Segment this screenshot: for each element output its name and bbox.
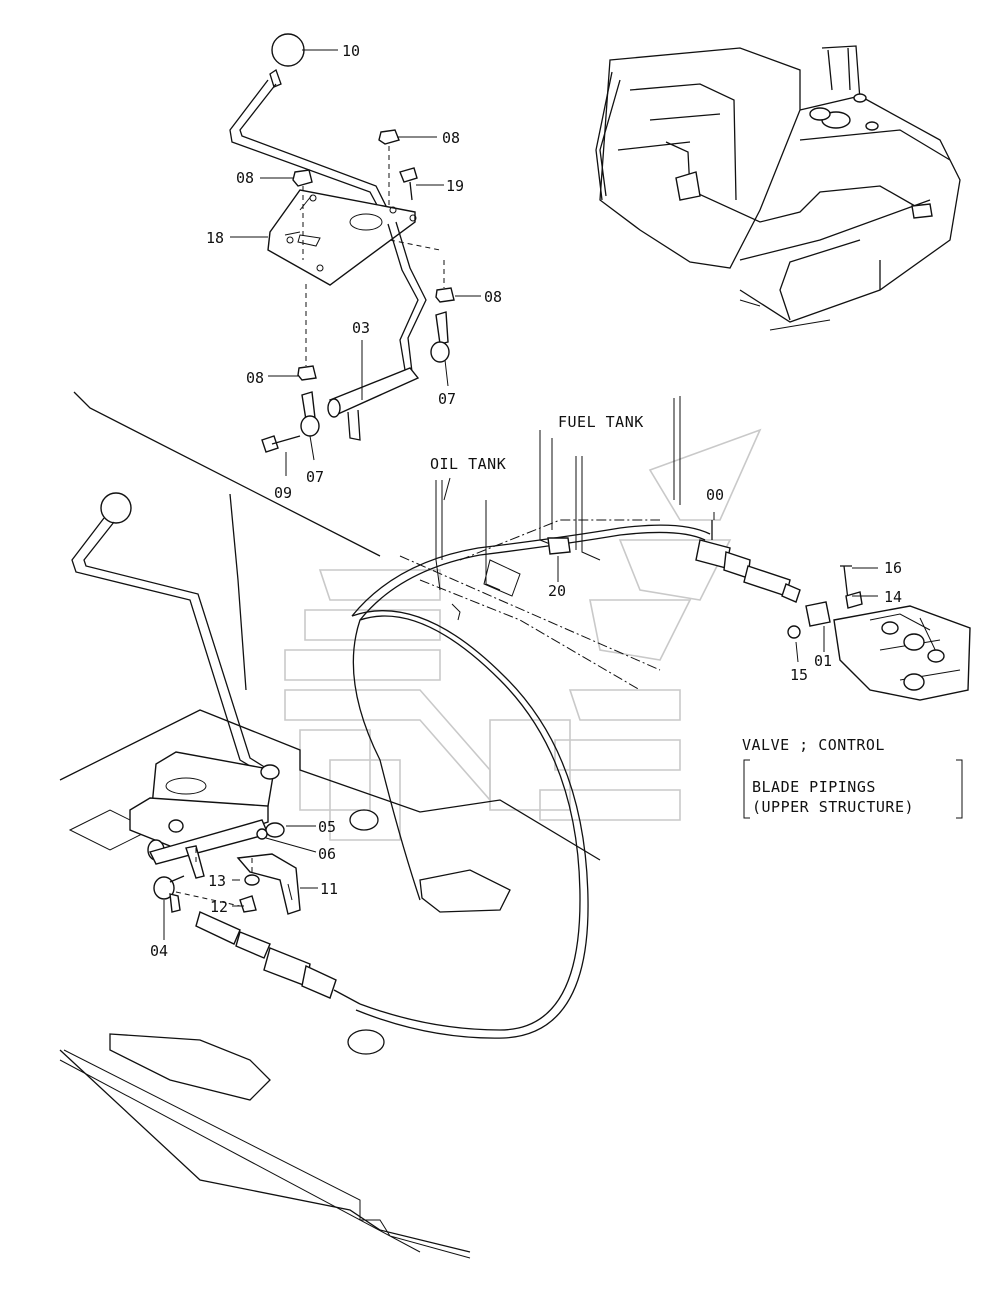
part-label-08d: 08 bbox=[246, 369, 264, 387]
watermark-logo bbox=[284, 428, 762, 841]
blade-pipings-note: BLADE PIPINGS bbox=[752, 778, 876, 796]
part-label-06: 06 bbox=[318, 845, 336, 863]
part-label-09: 09 bbox=[274, 484, 292, 502]
part-label-00: 00 bbox=[706, 486, 724, 504]
part-label-14: 14 bbox=[884, 588, 902, 606]
cable-routing bbox=[351, 396, 971, 1039]
part-label-19: 19 bbox=[446, 177, 464, 195]
part-label-07a: 07 bbox=[438, 390, 456, 408]
upper-lever-assembly bbox=[229, 33, 481, 476]
part-label-08c: 08 bbox=[484, 288, 502, 306]
part-label-05: 05 bbox=[318, 818, 336, 836]
lower-lever-assembly bbox=[71, 492, 361, 1005]
upper-part-labels: 10 08 08 19 18 08 03 08 07 09 07 bbox=[206, 42, 502, 502]
part-label-13: 13 bbox=[208, 872, 226, 890]
part-label-12: 12 bbox=[210, 898, 228, 916]
oil-tank-callout: OIL TANK bbox=[430, 455, 506, 473]
lower-part-labels: 05 06 13 11 12 04 bbox=[150, 818, 338, 960]
valve-control-note: VALVE ; CONTROL bbox=[742, 736, 885, 754]
part-label-01: 01 bbox=[814, 652, 832, 670]
cable-part-labels: 00 20 16 14 15 01 bbox=[548, 486, 902, 684]
part-label-20: 20 bbox=[548, 582, 566, 600]
fuel-tank-callout: FUEL TANK bbox=[558, 413, 644, 431]
part-label-08b: 08 bbox=[236, 169, 254, 187]
upper-structure-note: (UPPER STRUCTURE) bbox=[752, 798, 914, 816]
note-brackets bbox=[743, 759, 963, 819]
assembly-note: VALVE ; CONTROL BLADE PIPINGS (UPPER STR… bbox=[742, 736, 963, 819]
part-label-16: 16 bbox=[884, 559, 902, 577]
part-label-10: 10 bbox=[342, 42, 360, 60]
part-label-03: 03 bbox=[352, 319, 370, 337]
part-label-07b: 07 bbox=[306, 468, 324, 486]
part-label-08a: 08 bbox=[442, 129, 460, 147]
part-label-15: 15 bbox=[790, 666, 808, 684]
part-label-18: 18 bbox=[206, 229, 224, 247]
part-label-11: 11 bbox=[320, 880, 338, 898]
part-label-04: 04 bbox=[150, 942, 168, 960]
tank-callouts: FUEL TANK OIL TANK bbox=[430, 413, 644, 473]
excavator-overview bbox=[595, 45, 961, 331]
